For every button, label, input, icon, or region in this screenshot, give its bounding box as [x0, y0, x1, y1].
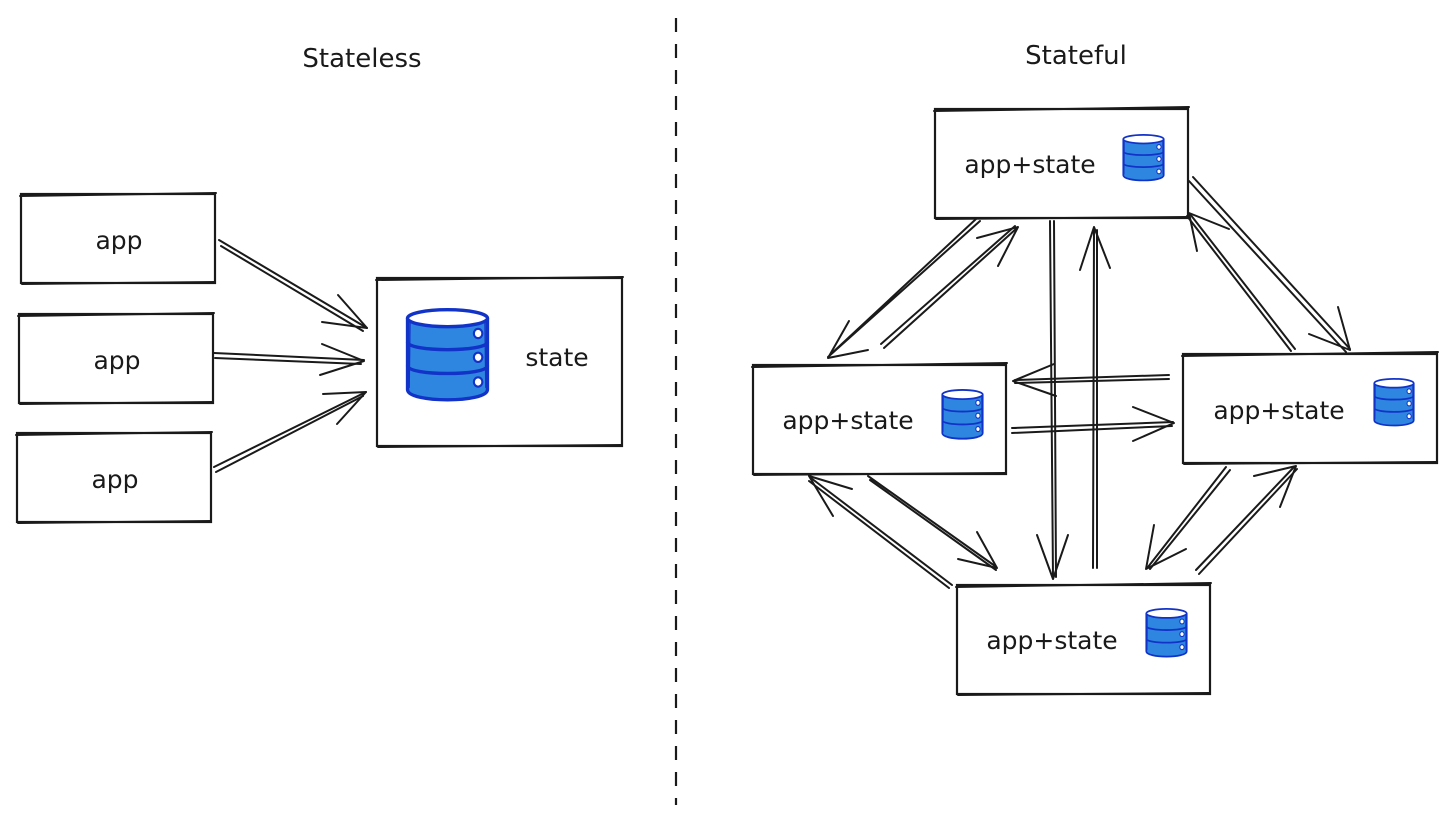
state-label: state — [525, 343, 588, 372]
stateful-node-left: app+state — [751, 362, 1008, 476]
node-right-label: app+state — [1213, 396, 1344, 425]
arrow-bottom-to-right — [1195, 465, 1298, 575]
app-label-3: app — [91, 465, 138, 494]
arrow-bottom-to-left — [808, 475, 953, 589]
database-icon — [405, 308, 490, 402]
stateful-node-right: app+state — [1181, 351, 1439, 465]
node-bottom-label: app+state — [986, 626, 1117, 655]
stateful-node-bottom: app+state — [955, 582, 1212, 696]
stateful-node-top: app+state — [933, 106, 1190, 220]
arrow-right-to-bottom — [1145, 466, 1231, 570]
stateful-title: Stateful — [1025, 41, 1127, 71]
database-icon — [941, 389, 984, 440]
stateless-title: Stateless — [302, 44, 421, 74]
arrow-top-to-left — [827, 218, 981, 359]
arrow-left-to-top — [880, 225, 1019, 349]
database-icon — [1122, 134, 1165, 182]
app-label-1: app — [95, 226, 142, 255]
arrow-right-to-top — [1186, 212, 1296, 352]
arrow-bottom-to-top — [1079, 226, 1111, 569]
arrow-left-to-right — [1011, 406, 1175, 442]
arrow-app2-to-state — [213, 343, 365, 376]
app-box-2: app — [17, 312, 215, 405]
database-icon — [1373, 378, 1415, 427]
app-box-1: app — [19, 192, 217, 285]
arrow-app1-to-state — [218, 239, 368, 332]
node-top-label: app+state — [964, 150, 1095, 179]
database-icon — [1145, 608, 1188, 658]
state-store-box: state — [375, 276, 624, 448]
arrow-left-to-bottom — [867, 475, 998, 571]
arrow-app3-to-state — [213, 391, 367, 473]
node-left-label: app+state — [782, 406, 913, 435]
arrow-top-to-right — [1188, 176, 1351, 353]
arrow-top-to-bottom — [1036, 220, 1069, 580]
app-label-2: app — [93, 346, 140, 375]
app-box-3: app — [15, 431, 213, 524]
arrow-right-to-left — [1012, 363, 1170, 397]
